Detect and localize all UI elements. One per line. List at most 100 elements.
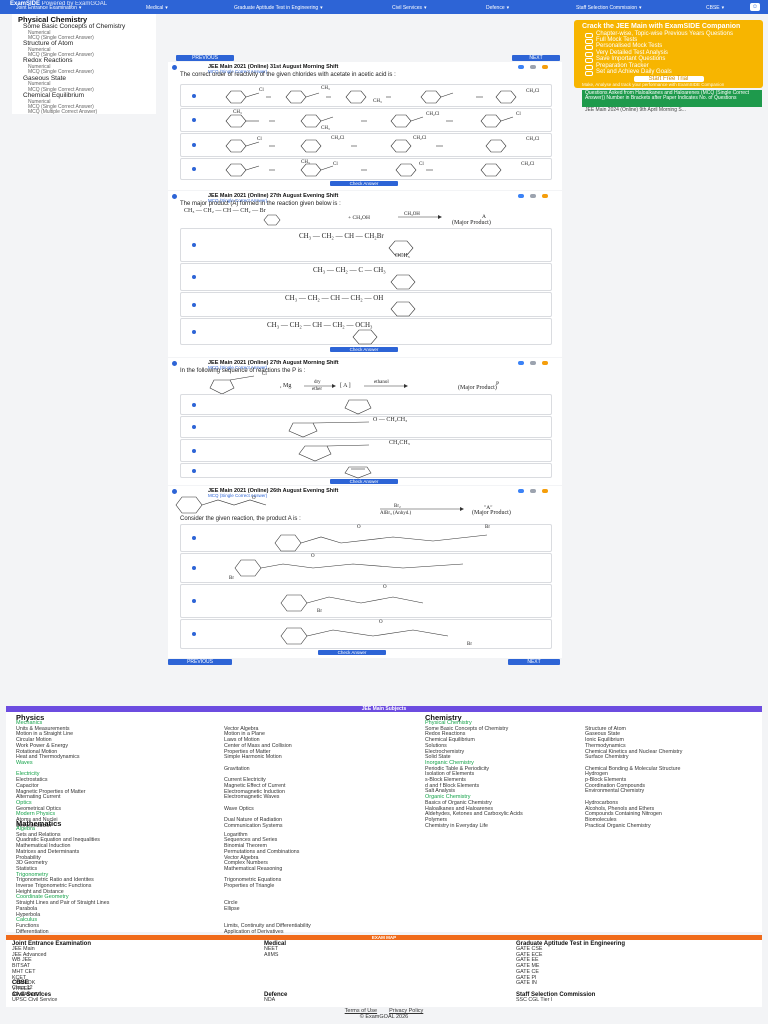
nav-item[interactable]: Staff Selection Commission▾ [576,6,642,11]
option-c[interactable]: CH₂CH₃ [180,439,552,462]
subject-topic-link[interactable]: Practical Organic Chemistry [585,822,651,829]
previous-button-bottom[interactable]: PREVIOUS [168,659,232,665]
brand-logo[interactable]: ExamSIDE Powered by ExamGOAL [10,1,108,7]
subject-topic-link[interactable]: d and f Block Elements [425,782,480,789]
subject-topic-link[interactable]: Gaseous State [585,731,621,738]
subject-topic-link[interactable]: Polymers [425,817,448,824]
subject-topic-link[interactable]: Trigonometric Equations [224,877,282,884]
exam-map-link[interactable]: UPSC Civil Service [12,997,58,1003]
exam-map-link[interactable]: GATE ME [516,963,540,970]
sidebar-topic[interactable]: Redox Reactions [23,57,73,65]
subject-topic-link[interactable]: Surface Chemistry [585,754,629,761]
subject-topic-link[interactable]: Structure of Atom [585,725,626,732]
subject-topic-link[interactable]: Environmental Chemistry [585,788,645,795]
sidebar-subtopic[interactable]: Numerical [28,29,51,36]
question-action-icons[interactable] [510,361,550,367]
sidebar-subtopic[interactable]: MCQ (Multiple Correct Answer) [28,109,98,114]
next-button-bottom[interactable]: NEXT [508,659,560,665]
exam-map-heading[interactable]: Staff Selection Commission [516,992,596,998]
exam-map-link[interactable]: NDA [264,997,276,1003]
subject-topic-link[interactable]: Chemical Kinetics and Nuclear Chemistry [585,748,683,755]
nav-item[interactable]: CBSE▾ [706,6,724,11]
subject-topic-link[interactable]: Vector Algebra [224,854,259,861]
subject-topic-link[interactable]: Complex Numbers [224,860,268,867]
subject-topic-link[interactable]: Redox Reactions [425,731,466,738]
subject-topic-link[interactable]: Electromagnetic Waves [224,794,280,801]
exam-map-link[interactable]: GATE ECE [516,951,543,958]
subject-topic-link[interactable]: Application of Derivatives [224,928,284,935]
subject-topic-link[interactable]: Vector Algebra [224,725,259,732]
option-a[interactable] [180,394,552,415]
nav-item[interactable]: Medical▾ [146,6,168,11]
exam-map-link[interactable]: COMEDK [12,980,36,987]
subject-topic-link[interactable]: Simple Harmonic Motion [224,754,282,761]
option-a[interactable]: Cl CH₃ CH₃ CH₂Cl [180,84,552,107]
previous-button-top[interactable]: PREVIOUS [176,55,234,61]
subject-topic-link[interactable]: Sequences and Series [224,837,278,844]
sidebar-topic[interactable]: Gaseous State [23,74,66,82]
exam-map-link[interactable]: JEE Main [12,946,35,952]
exam-map-heading[interactable]: Joint Entrance Examination [12,941,92,947]
subject-topic-link[interactable]: Rotational Motion [16,748,58,755]
exam-map-link[interactable]: NEET [264,946,279,952]
exam-map-heading[interactable]: CBSE [12,980,29,986]
subject-topic-link[interactable]: Geometrical Optics [16,805,62,812]
subject-topic-link[interactable]: Mathematical Reasoning [224,865,283,872]
subject-topic-link[interactable]: Parabola [16,905,38,912]
subject-group-title[interactable]: Organic Chemistry [425,794,471,801]
star-icon[interactable] [542,361,548,365]
bookmark-icon[interactable] [518,361,524,365]
subject-topic-link[interactable]: Compounds Containing Nitrogen [585,811,662,818]
subject-topic-link[interactable]: Chemical Bonding & Molecular Structure [585,765,681,772]
subject-topic-link[interactable]: Trigonometric Ratio and Identites [16,877,94,884]
subject-group-title[interactable]: Physical Chemistry [425,720,472,726]
subject-topic-link[interactable]: Alternating Current [16,794,61,801]
privacy-link[interactable]: Privacy Policy [389,1008,424,1014]
related-paper-link[interactable]: JEE Main 2024 (Online) 9th April Morning… [585,107,686,113]
subject-topic-link[interactable]: Chemical Equilibrium [425,737,475,744]
subject-topic-link[interactable]: Current Electricity [224,777,266,784]
subject-topic-link[interactable]: Salt Analysis [425,788,456,795]
subject-topic-link[interactable]: Semiconductor [16,822,52,829]
subject-topic-link[interactable]: Hydrogen [585,771,608,778]
subject-topic-link[interactable]: Electrostatics [16,777,48,784]
exam-map-link[interactable]: AP EAPCET [12,991,42,998]
sidebar-subtopic[interactable]: MCQ (Single Correct Answer) [28,103,94,110]
question-action-icons[interactable] [510,65,550,71]
subject-topic-link[interactable]: Aldehydes, Ketones and Carboxylic Acids [425,811,523,818]
exam-map-link[interactable]: SSC CGL Tier I [516,997,553,1003]
subject-group-title[interactable]: Algebra [16,826,35,832]
sidebar-topic[interactable]: Structure of Atom [23,40,74,48]
next-button-top[interactable]: NEXT [512,55,560,61]
nav-item[interactable]: Joint Entrance Examination▾ [16,6,81,11]
subject-topic-link[interactable]: Logarithm [224,831,248,838]
bookmark-icon[interactable] [518,489,524,493]
sidebar-subtopic[interactable]: Numerical [28,64,51,71]
option-d[interactable]: O Br [180,619,552,649]
nav-item[interactable]: Graduate Aptitude Test in Engineering▾ [234,6,323,11]
subject-topic-link[interactable]: Haloalkanes and Haloarenes [425,805,494,812]
subject-group-title[interactable]: Calculus [16,917,38,924]
sidebar-subtopic[interactable]: Numerical [28,47,51,53]
subject-topic-link[interactable]: Chemistry in Everyday Life [425,822,488,829]
share-icon[interactable] [530,361,536,365]
option-a[interactable]: O Br [180,524,552,552]
option-d[interactable] [180,463,552,479]
subject-group-title[interactable]: Modern Physics [16,811,56,818]
question-action-icons[interactable] [510,489,550,495]
subject-topic-link[interactable]: Solutions [425,742,447,749]
bookmark-icon[interactable] [518,194,524,198]
sidebar-topic[interactable]: Chemical Equilibrium [23,91,85,99]
exam-map-link[interactable]: VITEEE [12,985,31,992]
exam-map-heading[interactable]: Medical [264,941,287,947]
subject-group-title[interactable]: Electricity [16,771,40,778]
bookmark-icon[interactable] [518,65,524,69]
subject-topic-link[interactable]: s-Block Elements [425,777,466,784]
subject-topic-link[interactable]: Matrices and Determinants [16,848,80,855]
option-b[interactable]: O Br [180,553,552,583]
subject-topic-link[interactable]: Hyperbola [16,911,41,918]
subject-topic-link[interactable]: 3D Geometry [16,860,48,867]
exam-map-link[interactable]: WB JEE [12,957,32,964]
subject-topic-link[interactable]: Motion in a Straight Line [16,731,74,738]
start-free-trial-button[interactable]: Start Free Trial [633,76,704,83]
